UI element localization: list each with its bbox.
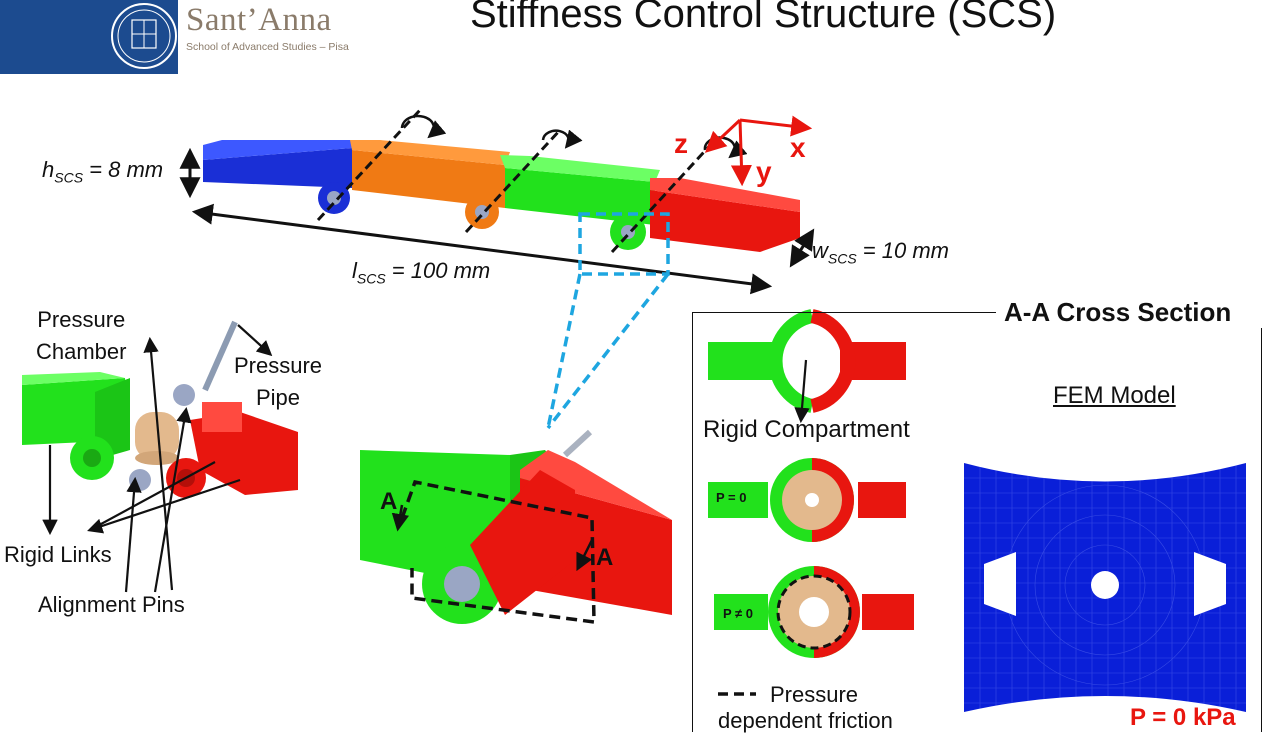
blue-link — [203, 140, 360, 214]
coordinate-frame — [704, 115, 813, 187]
cross-section-panel — [692, 312, 1262, 732]
exploded-view — [22, 320, 298, 498]
exploded-callouts — [42, 324, 273, 593]
rigid-links-label: Rigid Links — [4, 542, 112, 567]
zoomed-joint — [360, 429, 672, 624]
height-dimension-label: hSCS = 8 mm — [42, 157, 164, 186]
zoom-indicator — [546, 212, 670, 430]
z-axis-label: z — [674, 128, 688, 159]
alignment-pins-label: Alignment Pins — [38, 592, 185, 617]
page-title: Stiffness Control Structure (SCS) — [470, 0, 1057, 36]
cross-section-p-zero — [708, 458, 906, 542]
legend-line2: dependent friction — [718, 708, 893, 733]
rigid-compartment-label: Rigid Compartment — [703, 416, 910, 443]
p-nonzero-label: P ≠ 0 — [723, 606, 754, 621]
section-marker-a-right: A — [596, 544, 614, 571]
length-dimension-label: lSCS = 100 mm — [352, 258, 491, 287]
dimension-arrows — [179, 147, 815, 295]
pressure-chamber-label: Pressure Chamber — [36, 307, 127, 364]
cross-section-compartment — [708, 309, 906, 424]
pressure-pipe-label: Pressure Pipe — [234, 353, 323, 410]
rotation-axes — [316, 108, 717, 254]
section-marker-a-left: A — [380, 488, 398, 515]
fem-pressure-label: P = 0 kPa — [1130, 704, 1236, 731]
logo-name: Sant’Anna — [186, 2, 332, 38]
cross-section-p-nonzero — [714, 566, 914, 658]
p-zero-label: P = 0 — [716, 490, 747, 505]
section-arrows — [391, 504, 594, 572]
red-link — [650, 178, 800, 252]
y-axis-label: y — [756, 156, 772, 187]
x-axis-label: x — [790, 132, 806, 163]
fem-mesh — [964, 463, 1246, 712]
fem-model-title: FEM Model — [1053, 382, 1176, 409]
logo-subtitle: School of Advanced Studies – Pisa — [186, 41, 349, 53]
width-dimension-label: wSCS = 10 mm — [812, 238, 949, 267]
section-cut-line — [400, 479, 596, 625]
panel-title-background — [996, 298, 1266, 328]
legend-line1: Pressure — [770, 682, 859, 707]
orange-link — [350, 140, 510, 229]
cross-section-title: A-A Cross Section — [1004, 297, 1232, 327]
